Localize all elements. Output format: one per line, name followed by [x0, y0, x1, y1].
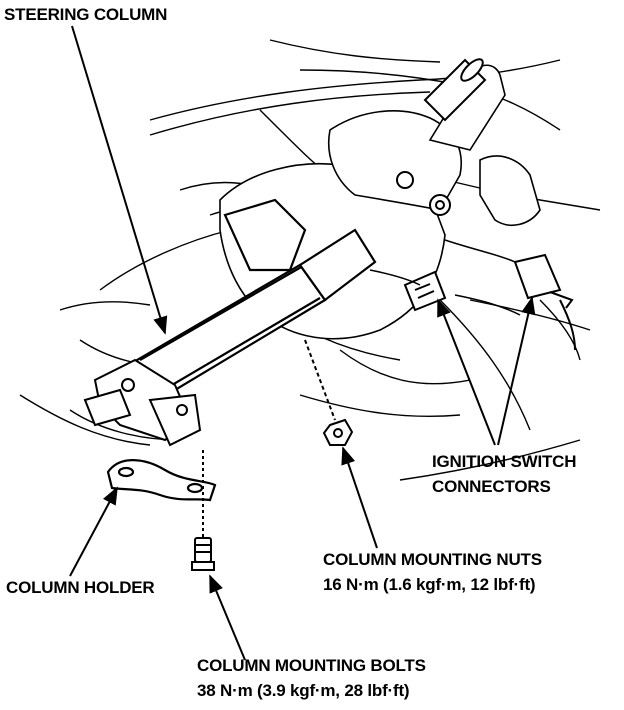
label-ignition-switch-line1: IGNITION SWITCH [432, 452, 577, 471]
arrow-steering-column [71, 25, 168, 335]
steering-shaft-upper [396, 58, 487, 216]
ignition-switch-connector-left [403, 270, 447, 312]
column-bracket [83, 358, 202, 447]
wiring-harness [369, 239, 521, 316]
label-mounting-bolts-torque: 38 N·m (3.9 kgf·m, 28 lbf·ft) [197, 681, 410, 700]
leader-lines [69, 25, 536, 661]
label-column-holder: COLUMN HOLDER [6, 578, 155, 597]
label-ignition-switch-line2: CONNECTORS [432, 477, 551, 496]
arrow-column-holder [69, 486, 118, 577]
ignition-switch-connector-right [513, 253, 576, 351]
arrow-ignition-connector-right [497, 296, 536, 446]
column-holder-part [106, 459, 217, 502]
label-mounting-nuts-torque: 16 N·m (1.6 kgf·m, 12 lbf·ft) [323, 575, 536, 594]
arrow-ignition-connector-left [437, 298, 496, 446]
arrow-mounting-bolt [209, 574, 246, 661]
label-steering-column: STEERING COLUMN [4, 5, 168, 24]
label-mounting-bolts-title: COLUMN MOUNTING BOLTS [197, 656, 426, 675]
steering-column-tube [118, 198, 377, 407]
column-mounting-bolt [191, 450, 215, 571]
column-mounting-nut [304, 339, 354, 446]
label-mounting-nuts-title: COLUMN MOUNTING NUTS [323, 550, 542, 569]
arrow-mounting-nut [341, 446, 378, 549]
